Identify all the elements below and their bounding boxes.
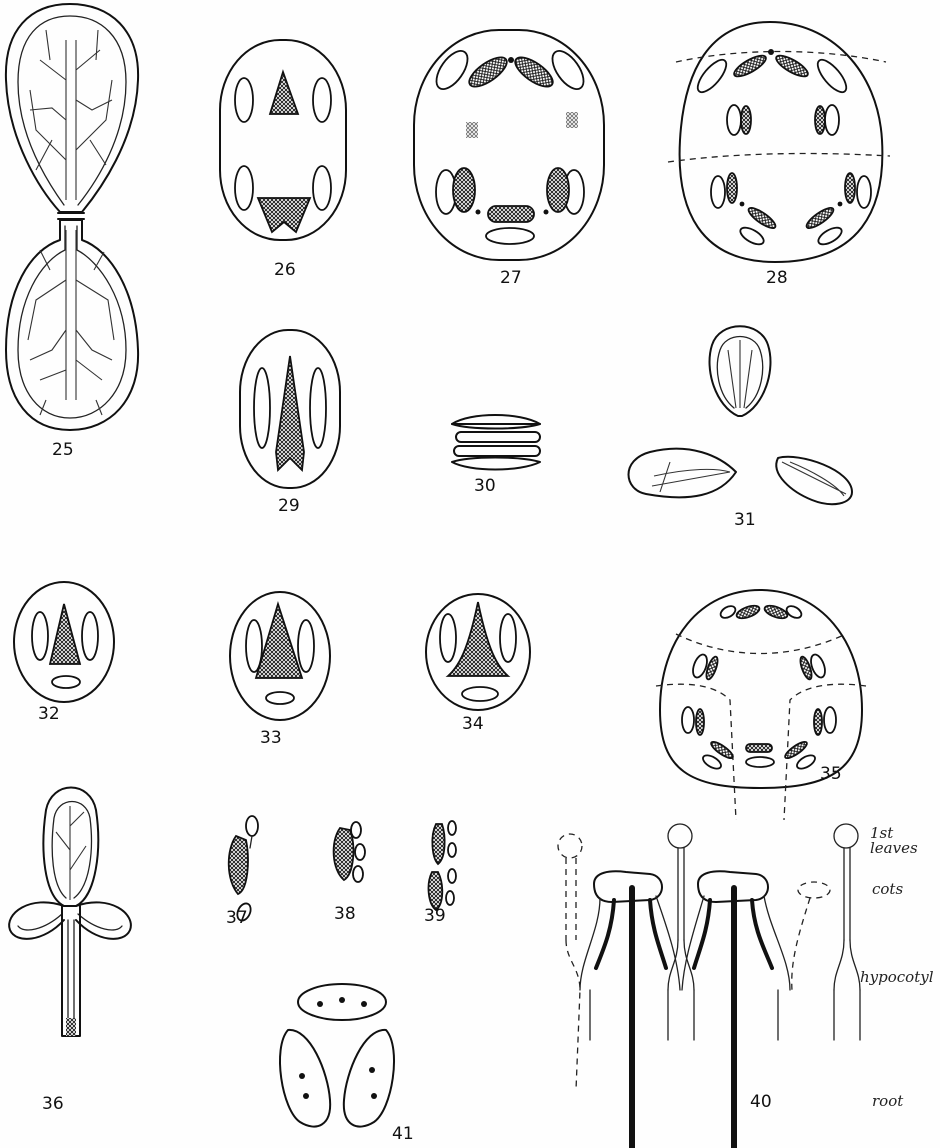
- figure-number-40: 40: [750, 1094, 772, 1111]
- figure-number-32: 32: [38, 706, 60, 723]
- figure-number-33: 33: [260, 730, 282, 747]
- figure-41-drawing: [280, 984, 394, 1127]
- figure-number-26: 26: [274, 262, 296, 279]
- figure-39-drawing: [429, 821, 456, 910]
- figure-31-drawing: [629, 326, 853, 504]
- figure-27-drawing: [414, 30, 604, 260]
- annotation-hypocotyl: hypocotyl: [860, 970, 934, 985]
- figure-28-drawing: [668, 22, 890, 262]
- figure-25-drawing: [6, 4, 138, 430]
- figure-number-41: 41: [392, 1126, 414, 1143]
- figure-number-31: 31: [734, 512, 756, 529]
- figure-number-28: 28: [766, 270, 788, 287]
- figure-number-29: 29: [278, 498, 300, 515]
- figure-26-drawing: [220, 40, 346, 240]
- figure-37-drawing: [229, 816, 258, 923]
- figure-34-drawing: [426, 594, 530, 710]
- figure-32-drawing: [14, 582, 114, 702]
- figure-number-37: 37: [226, 910, 248, 927]
- figure-number-35: 35: [820, 766, 842, 783]
- figure-number-30: 30: [474, 478, 496, 495]
- figure-number-38: 38: [334, 906, 356, 923]
- figure-38-drawing: [334, 822, 365, 882]
- figure-number-39: 39: [424, 908, 446, 925]
- figure-number-27: 27: [500, 270, 522, 287]
- figure-35-drawing: [656, 590, 866, 820]
- figure-36-drawing: [9, 788, 131, 1037]
- figure-40-drawing: [558, 824, 860, 1148]
- figure-number-34: 34: [462, 716, 484, 733]
- figure-30-drawing: [452, 415, 540, 470]
- figure-number-36: 36: [42, 1096, 64, 1113]
- annotation-root: root: [872, 1094, 903, 1109]
- figure-number-25: 25: [52, 442, 74, 459]
- annotation-cots: cots: [872, 882, 903, 897]
- annotation-first-leaves: 1st leaves: [870, 826, 940, 856]
- figure-29-drawing: [240, 330, 340, 488]
- figure-33-drawing: [230, 592, 330, 720]
